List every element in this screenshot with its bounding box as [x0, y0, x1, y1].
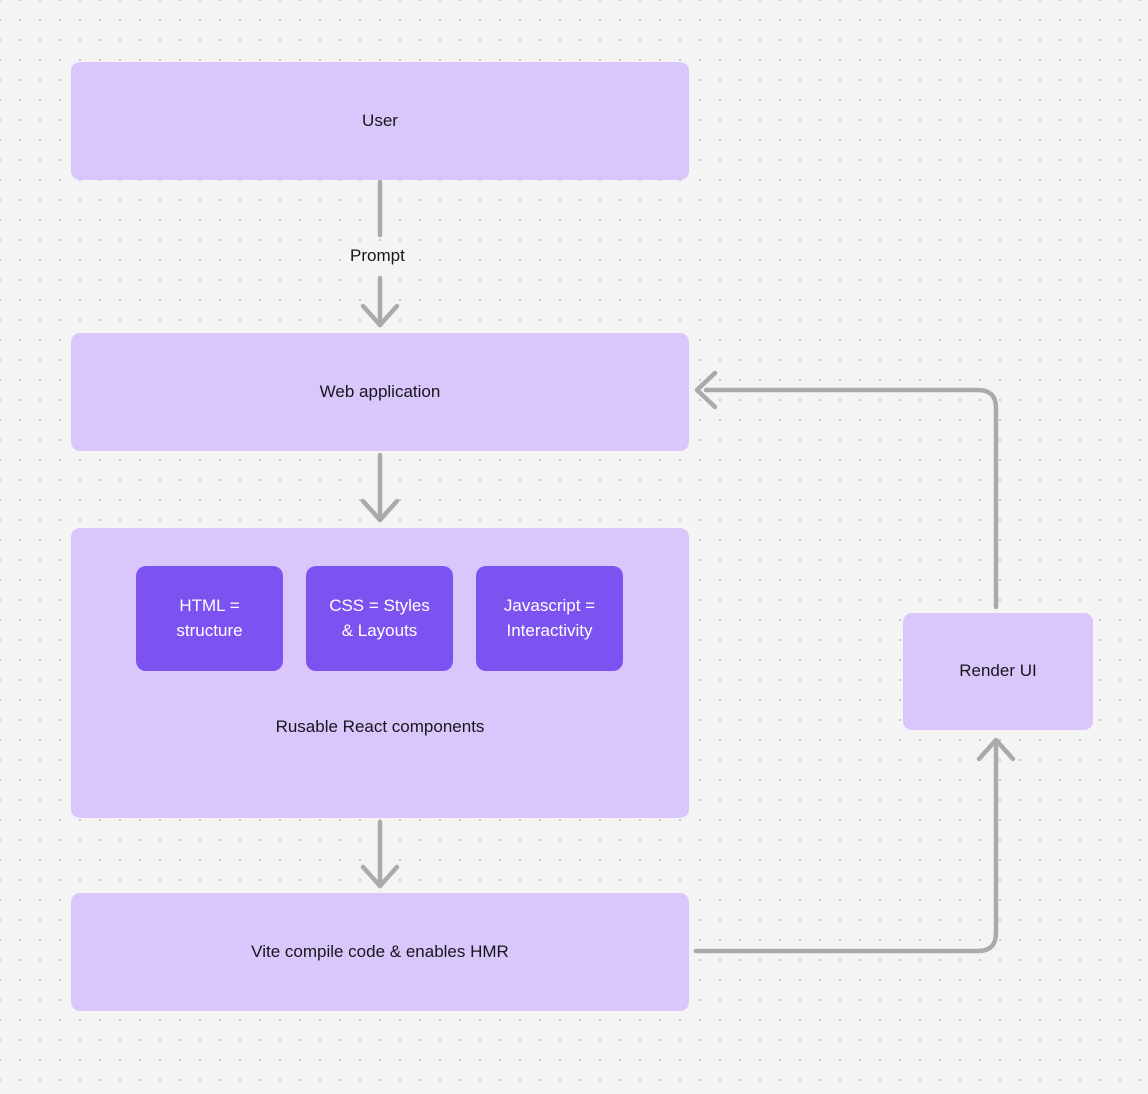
node-html-label: HTML = structure — [176, 595, 243, 640]
edge-vite-to-render — [693, 739, 999, 954]
node-javascript[interactable]: Javascript = Interactivity — [476, 566, 623, 671]
node-render-ui-label: Render UI — [959, 661, 1037, 681]
arrowhead-down-webapp — [360, 303, 400, 328]
arrowhead-down-vite — [360, 864, 400, 889]
node-javascript-label: Javascript = Interactivity — [503, 595, 596, 640]
edge-label-prompt: Prompt — [344, 246, 411, 266]
node-render-ui[interactable]: Render UI — [903, 613, 1093, 730]
node-vite[interactable]: Vite compile code & enables HMR — [71, 893, 689, 1011]
node-css-label: CSS = Styles & Layouts — [329, 595, 430, 640]
node-html[interactable]: HTML = structure — [136, 566, 283, 671]
arrowhead-down-components — [360, 498, 400, 523]
node-user[interactable]: User — [71, 62, 689, 180]
arrowhead-up-render — [976, 737, 1016, 762]
node-web-application-label: Web application — [319, 381, 441, 401]
node-web-application[interactable]: Web application — [71, 333, 689, 451]
node-vite-label: Vite compile code & enables HMR — [251, 941, 509, 961]
node-css[interactable]: CSS = Styles & Layouts — [306, 566, 453, 671]
edge-render-to-webapp — [703, 387, 999, 610]
node-user-label: User — [362, 110, 398, 130]
react-components-caption: Rusable React components — [275, 717, 485, 736]
arrowhead-left-webapp — [694, 370, 718, 410]
